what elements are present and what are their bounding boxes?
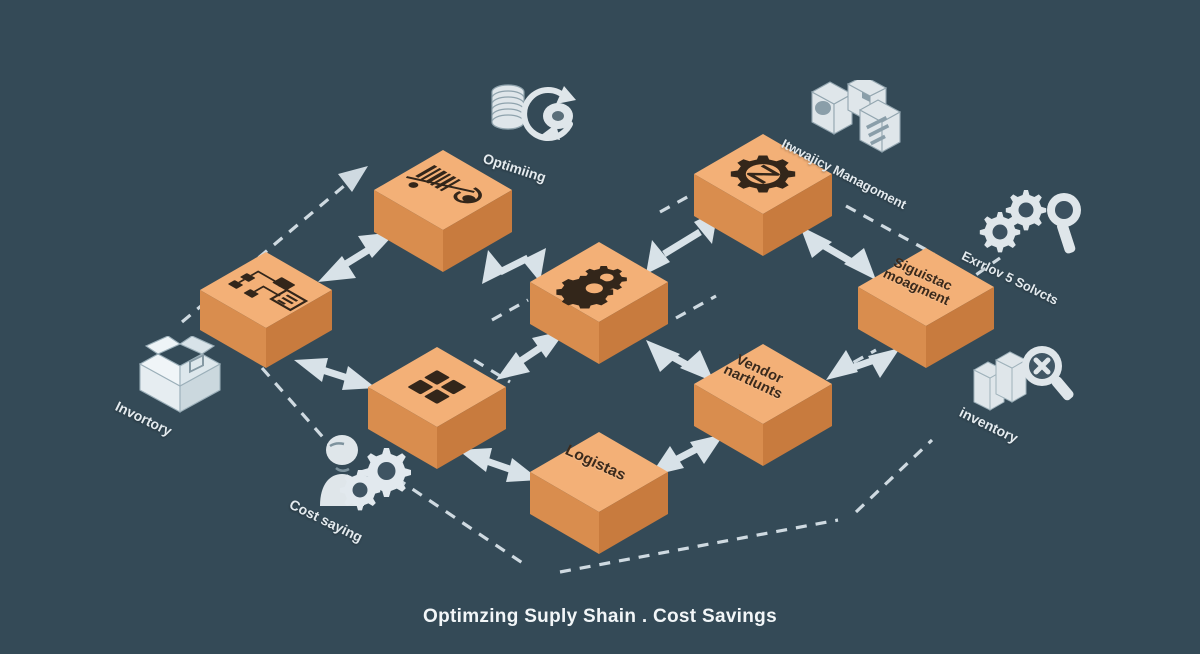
side-icon-cost-saving[interactable]: Cost saying (287, 434, 446, 554)
person-gears-icon (320, 435, 411, 511)
cube-grid-modules[interactable] (366, 345, 508, 471)
dual-gears-icon (556, 266, 627, 309)
side-icon-explore-solutions[interactable]: Exrrlov 5 Solvcts (959, 186, 1128, 308)
barcode-scanner-icon (405, 165, 482, 204)
gear-arrow-icon (730, 155, 796, 193)
side-icon-inventory-management[interactable]: Itwvajicy Managoment (779, 80, 950, 212)
flowchart-icon (228, 270, 309, 312)
side-icon-inventory-analytics[interactable]: inventory (957, 344, 1106, 464)
side-icon-optimizing[interactable]: Optimiing (478, 78, 598, 188)
cube-logistics[interactable]: Logistas (528, 430, 670, 556)
cube-dual-gears[interactable] (528, 240, 670, 366)
side-icon-inventory-box[interactable]: Invortory (113, 336, 258, 456)
open-box-icon (138, 336, 222, 413)
chart-magnifier-icon (972, 346, 1074, 411)
cube-barcode-scanner[interactable] (372, 148, 514, 274)
coins-cycle-icon (491, 84, 576, 142)
cube-network-diagram[interactable] (198, 250, 334, 370)
cube-process-gear[interactable] (692, 132, 834, 258)
four-squares-icon (408, 370, 466, 404)
gears-magnifier-icon (979, 190, 1081, 254)
documents-gear-icon (810, 80, 902, 153)
diagram-caption: Optimzing Suply Shain . Cost Savings (423, 606, 777, 627)
